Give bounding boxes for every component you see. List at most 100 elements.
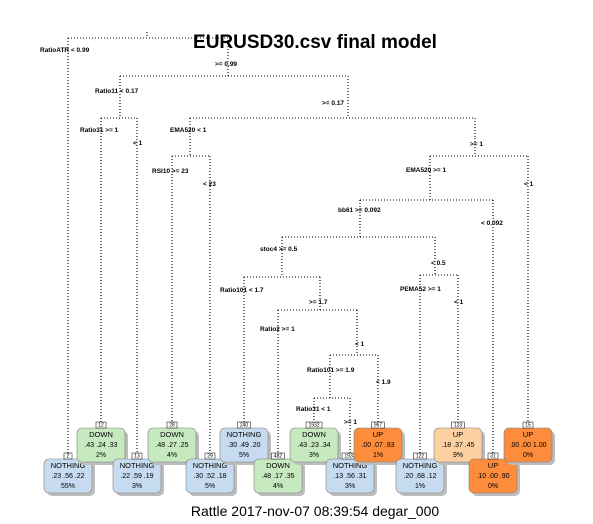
leaf-class: UP bbox=[523, 430, 533, 439]
leaf-class: NOTHING bbox=[227, 430, 262, 439]
leaf-percent: 3% bbox=[132, 483, 142, 490]
leaf-probs: .13 .56 .31 bbox=[333, 473, 366, 480]
split-label: < 1.9 bbox=[376, 379, 391, 386]
tree-edges bbox=[67, 32, 529, 459]
leaf-probs: .30 .52 .18 bbox=[193, 473, 226, 480]
split-label: < 1 bbox=[133, 140, 143, 147]
leaf-class: NOTHING bbox=[120, 461, 155, 470]
leaf-class: NOTHING bbox=[403, 461, 438, 470]
leaf-class: DOWN bbox=[89, 430, 113, 439]
split-label: < 1 bbox=[355, 341, 365, 348]
node-id: 482 bbox=[274, 454, 283, 460]
leaf-percent: 0% bbox=[523, 452, 533, 459]
node-id-box bbox=[166, 421, 178, 429]
split-label: < 1 bbox=[454, 299, 464, 306]
split-label: >= 1 bbox=[344, 419, 357, 426]
node-id-box bbox=[413, 452, 427, 460]
leaf-percent: 1% bbox=[415, 483, 425, 490]
node-id-box bbox=[451, 421, 465, 429]
split-labels: RatioATR < 0.99 >= 0.99 Ratio11 < 0.17 >… bbox=[40, 47, 534, 426]
leaf-class: DOWN bbox=[266, 461, 290, 470]
leaf-probs: .30 .49 .20 bbox=[227, 442, 260, 449]
node-id: 13 bbox=[134, 454, 140, 460]
leaf-probs: .48 .27 .25 bbox=[155, 442, 188, 449]
leaf-probs: .00 .07 .93 bbox=[361, 442, 394, 449]
leaf-percent: 4% bbox=[273, 483, 283, 490]
leaf-probs: .43 .24 .33 bbox=[84, 442, 117, 449]
split-label: RSI10 >= 23 bbox=[152, 168, 189, 175]
node-id: 31 bbox=[490, 454, 496, 460]
leaf-percent: 3% bbox=[345, 483, 355, 490]
node-id-box bbox=[237, 421, 251, 429]
leaf-class: NOTHING bbox=[51, 461, 86, 470]
split-label: RatioATR < 0.99 bbox=[40, 47, 90, 54]
node-id: 2 bbox=[67, 454, 70, 460]
leaf-probs: .20 .68 .12 bbox=[403, 473, 436, 480]
leaf-percent: 1% bbox=[373, 452, 383, 459]
split-label: >= 1 bbox=[470, 141, 483, 148]
split-label: PEMA52 >= 1 bbox=[400, 286, 441, 293]
leaf-probs: .22 .59 .19 bbox=[120, 473, 153, 480]
leaf-class: UP bbox=[373, 430, 383, 439]
split-label: EMA520 >= 1 bbox=[406, 167, 446, 174]
split-label: < 1 bbox=[524, 181, 534, 188]
node-id-box bbox=[487, 452, 499, 460]
node-id-box bbox=[271, 452, 285, 460]
split-label: >= 0.17 bbox=[322, 100, 344, 107]
leaf-probs: .18 .37 .45 bbox=[441, 442, 474, 449]
node-id: 967 bbox=[374, 423, 383, 429]
node-id: 1932 bbox=[308, 423, 319, 429]
split-label: < 0.5 bbox=[431, 260, 446, 267]
leaf-class: DOWN bbox=[160, 430, 184, 439]
split-label: Ratio11 < 0.17 bbox=[95, 88, 139, 95]
node-id: 1933 bbox=[344, 454, 355, 460]
split-label: EMA520 < 1 bbox=[170, 127, 207, 134]
node-id-box bbox=[63, 452, 73, 460]
leaf-percent: 2% bbox=[96, 452, 106, 459]
node-id-box bbox=[305, 421, 323, 429]
leaf-probs: .10 .00 .90 bbox=[476, 473, 509, 480]
split-label: Ratio31 >= 1 bbox=[80, 127, 119, 134]
leaf-percent: 5% bbox=[205, 483, 215, 490]
leaf-class: NOTHING bbox=[333, 461, 368, 470]
leaf-probs: .00 .00 1.00 bbox=[510, 442, 547, 449]
split-label: >= 0.99 bbox=[215, 61, 237, 68]
leaf-percent: 4% bbox=[167, 452, 177, 459]
leaf-class: NOTHING bbox=[193, 461, 228, 470]
split-label: < 0.092 bbox=[481, 220, 503, 227]
node-id-box bbox=[95, 421, 107, 429]
leaf-percent: 3% bbox=[309, 452, 319, 459]
leaf-class: UP bbox=[488, 461, 498, 470]
node-id: 122 bbox=[416, 454, 425, 460]
node-id: 15 bbox=[525, 423, 531, 429]
leaf-class: DOWN bbox=[302, 430, 326, 439]
footer-caption: Rattle 2017-nov-07 08:39:54 degar_000 bbox=[191, 503, 440, 519]
node-id: 12 bbox=[98, 423, 104, 429]
node-id: 29 bbox=[207, 454, 213, 460]
node-id: 28 bbox=[169, 423, 175, 429]
node-id: 240 bbox=[240, 423, 249, 429]
split-label: Ratio2 >= 1 bbox=[260, 326, 295, 333]
node-id-box bbox=[371, 421, 385, 429]
split-label: stoc4 >= 0.5 bbox=[260, 246, 298, 253]
node-id-box bbox=[131, 452, 143, 460]
leaf-probs: .43 .23 .34 bbox=[297, 442, 330, 449]
leaf-percent: 55% bbox=[61, 483, 75, 490]
split-label: Ratio101 >= 1.9 bbox=[307, 367, 355, 374]
leaf-percent: 9% bbox=[453, 452, 463, 459]
leaf-percent: 5% bbox=[239, 452, 249, 459]
node-id: 123 bbox=[454, 423, 463, 429]
